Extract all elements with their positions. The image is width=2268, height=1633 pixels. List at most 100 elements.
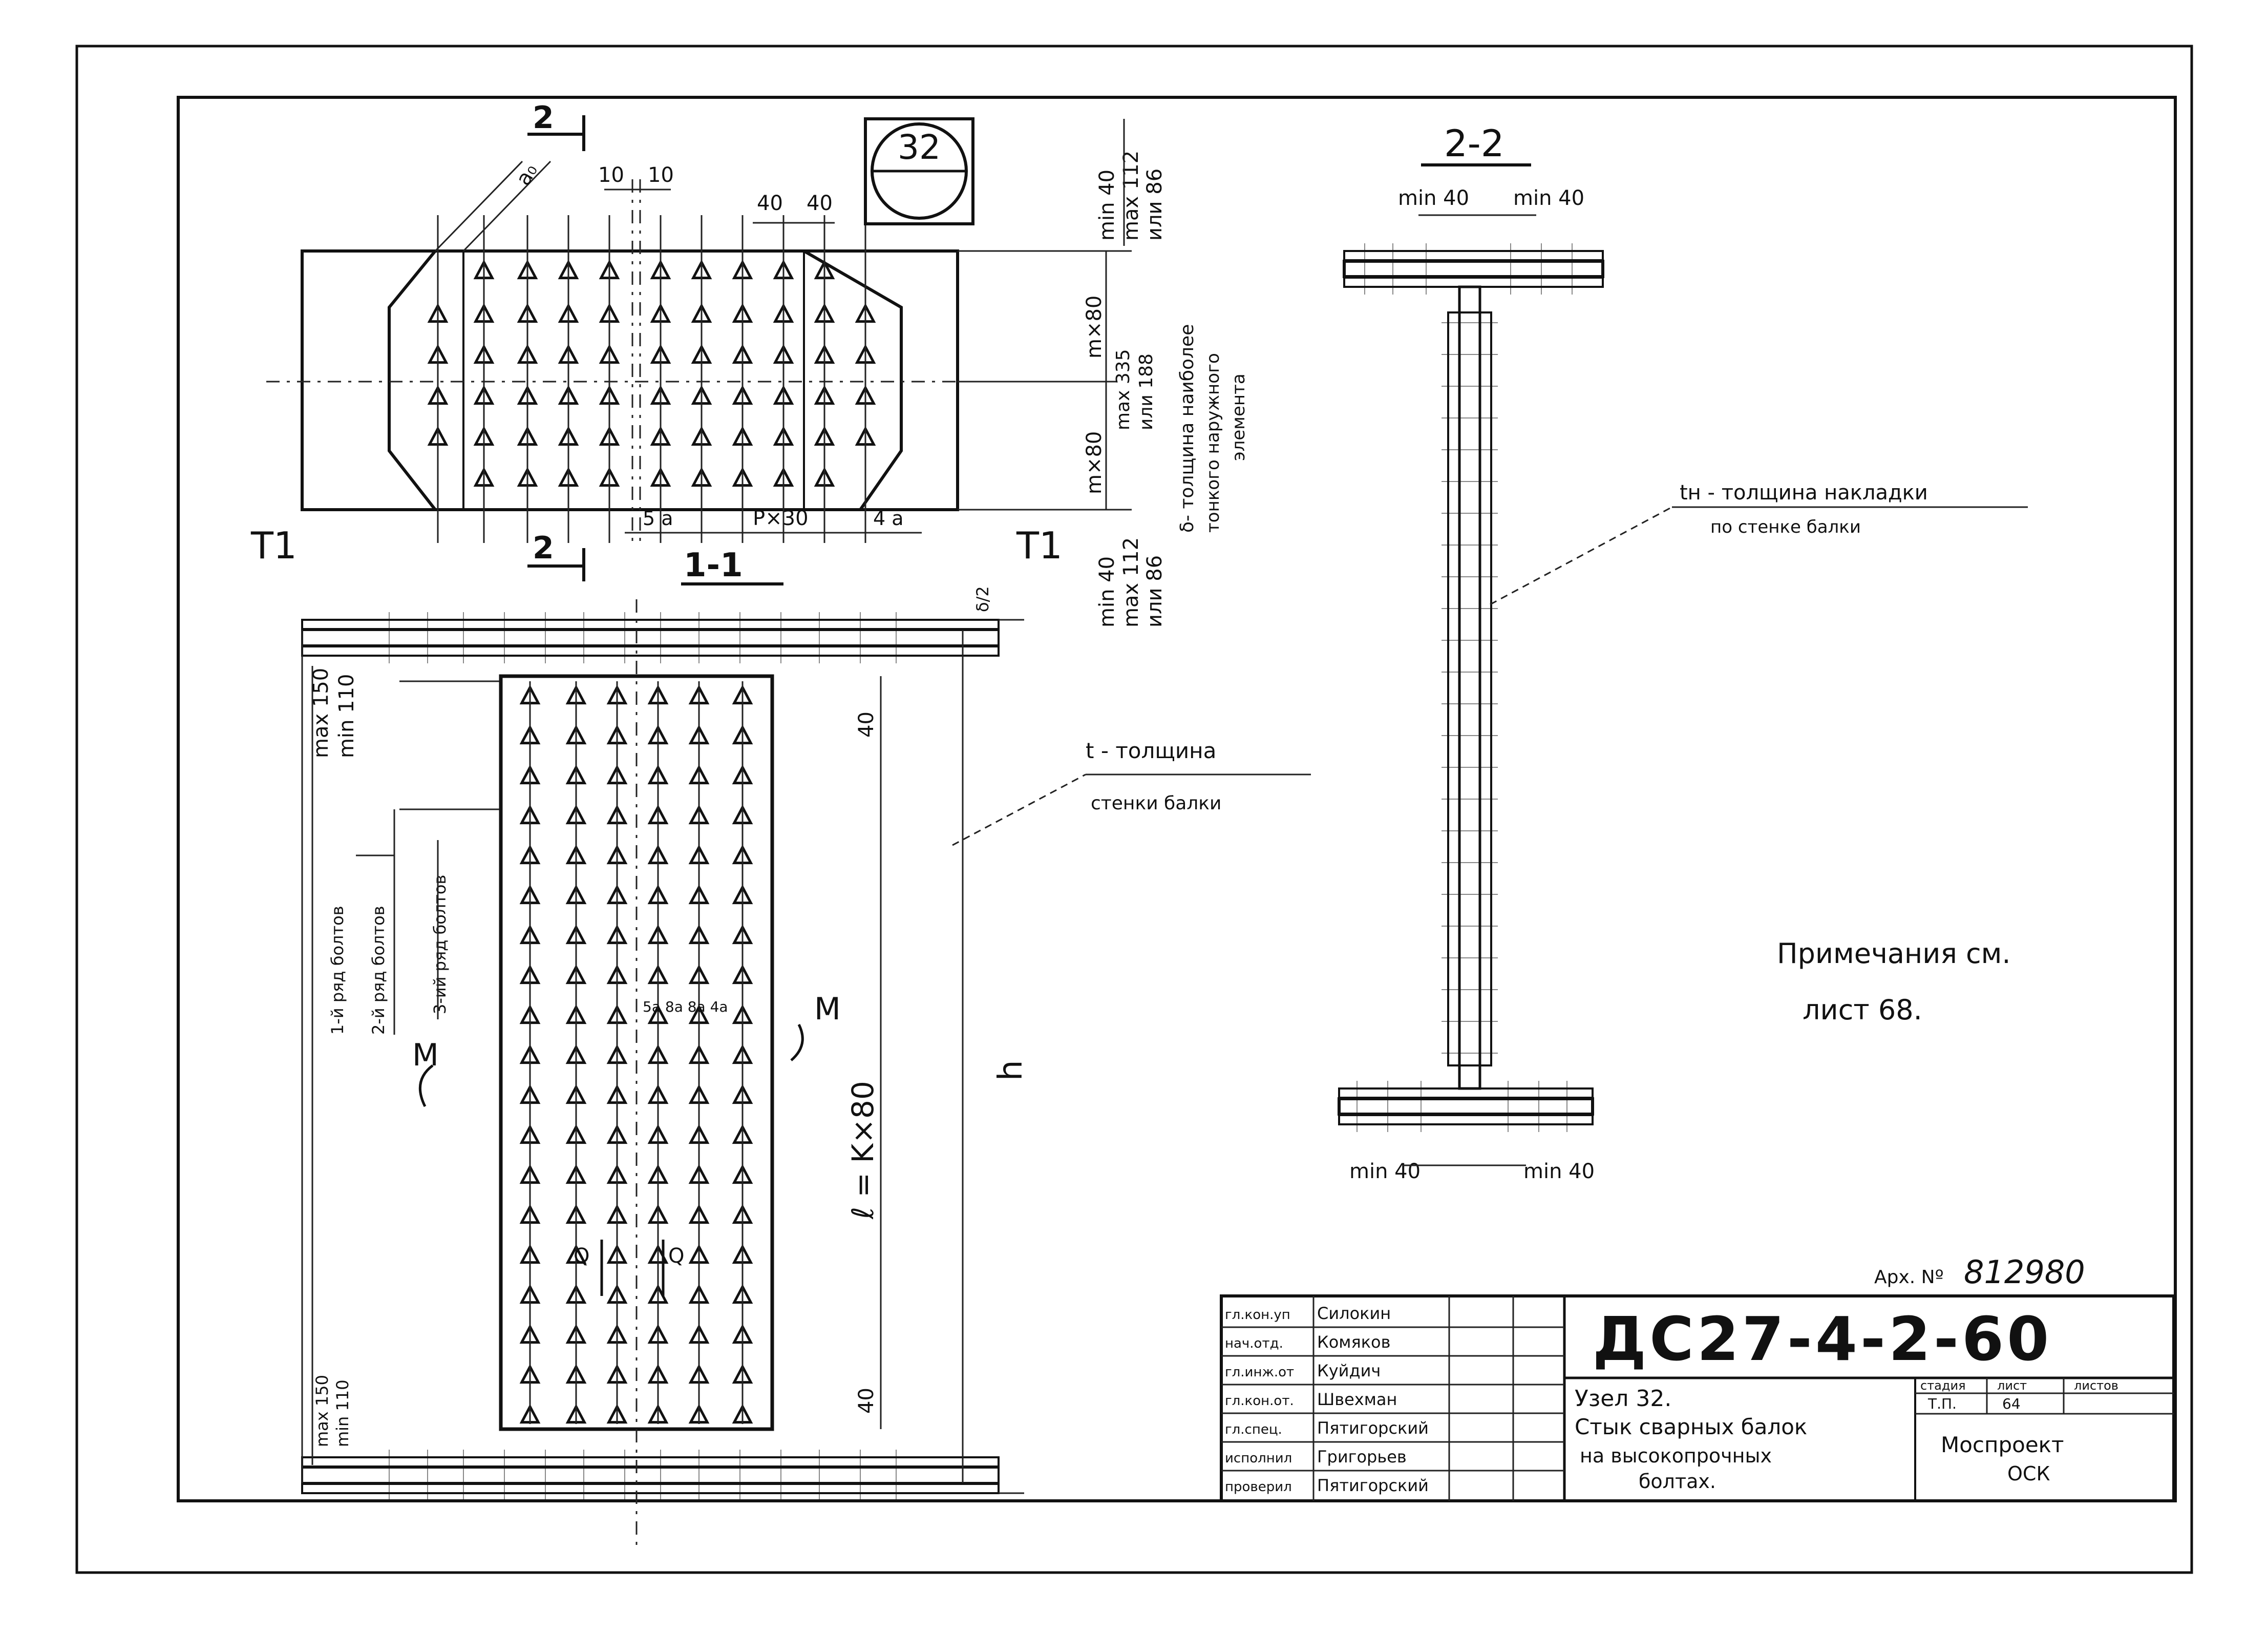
section-2-2: 2-2 min 40 min 40 min 40 min 40 — [1338, 122, 1604, 1183]
row-label-3: 3-ий ряд болтов — [430, 875, 450, 1014]
stage-header: стадия — [1920, 1378, 1966, 1393]
dim-delta-half: δ/2 — [973, 586, 992, 612]
dim-10-right: 10 — [648, 163, 674, 187]
archive-number: Арх. Nº 812980 — [1874, 1253, 2085, 1291]
section-mark-top: 2 — [533, 100, 554, 136]
dim-10-left: 10 — [598, 163, 624, 187]
dim-mx80-bottom: m×80 — [1083, 431, 1106, 494]
sheet-value: 64 — [2002, 1395, 2021, 1412]
svg-text:тонкого наружного: тонкого наружного — [1203, 353, 1223, 533]
role-name: Григорьев — [1317, 1447, 1407, 1467]
remarks-note: Примечания см. лист 68. — [1777, 937, 2011, 1026]
dim-l: ℓ = K×80 — [845, 1081, 880, 1220]
section-mark-bottom: 2 — [533, 530, 554, 566]
shear-left: Q — [574, 1244, 589, 1268]
svg-text:стенки балки: стенки балки — [1091, 793, 1221, 814]
min40-top-left: min 40 — [1398, 186, 1469, 210]
dim-4a: 4 a — [873, 507, 904, 530]
dim-min110-bottom: min 110 — [333, 1379, 352, 1447]
web-bolt-grid — [519, 681, 753, 1424]
dim-40-bottom: 40 — [855, 1388, 878, 1414]
dim-max335: max 335 — [1113, 349, 1134, 430]
svg-text:Арх. Nº: Арх. Nº — [1874, 1267, 1944, 1288]
role-name: Комяков — [1317, 1332, 1390, 1352]
role-label: гл.спец. — [1225, 1422, 1282, 1437]
svg-text:элемента: элемента — [1228, 373, 1249, 461]
role-label: проверил — [1225, 1479, 1292, 1495]
plan-bolt-grid — [427, 215, 876, 543]
row-label-2: 2-й ряд болтов — [369, 906, 388, 1035]
svg-text:лист 68.: лист 68. — [1803, 994, 1922, 1026]
label-t1-right: T1 — [1016, 524, 1063, 567]
right-dims-bottom: min 40 max 112 или 86 — [1095, 537, 1167, 627]
moment-right: M — [814, 991, 841, 1027]
row-label-1: 1-й ряд болтов — [328, 906, 347, 1035]
role-name: Пятигорский — [1317, 1418, 1429, 1438]
flange-plate-outline — [388, 249, 903, 511]
right-dims-top: min 40 max 112 или 86 — [1095, 119, 1167, 246]
document-code: ДС27-4-2-60 — [1593, 1304, 2052, 1374]
inner-frame — [177, 96, 2177, 1502]
svg-text:или 86: или 86 — [1143, 555, 1167, 627]
title-line-4: болтах. — [1639, 1470, 1716, 1493]
title-block: гл.кон.уп Силокин нач.отд. Комяков гл.инж.от… — [1220, 1294, 2175, 1502]
stage-value: Т.П. — [1927, 1395, 1957, 1412]
svg-text:max 112: max 112 — [1119, 537, 1143, 627]
role-label: гл.инж.от — [1225, 1365, 1294, 1380]
svg-text:t - толщина: t - толщина — [1086, 738, 1216, 763]
min40-bottom-right: min 40 — [1523, 1160, 1595, 1183]
svg-text:min 40: min 40 — [1095, 170, 1119, 241]
title-line-3: на высокопрочных — [1580, 1444, 1772, 1467]
title-line-1: Узел 32. — [1575, 1386, 1671, 1412]
section-label-1-1: 1-1 — [684, 547, 743, 584]
dim-mx80-top: m×80 — [1083, 296, 1106, 359]
dim-40-top: 40 — [855, 711, 878, 738]
title-line-2: Стык сварных балок — [1575, 1414, 1807, 1439]
web-2-2 — [1458, 285, 1481, 1090]
node-badge: 32 — [864, 117, 974, 225]
svg-text:812980: 812980 — [1964, 1253, 2085, 1291]
role-name: Пятигорский — [1317, 1476, 1429, 1495]
dim-h: h — [992, 1060, 1030, 1081]
plan-view: 10 10 40 40 a₀ 2 2 T1 T1 1-1 5 a P×30 4 … — [250, 100, 1157, 585]
svg-text:Примечания см.: Примечания см. — [1777, 937, 2011, 970]
label-t1-left: T1 — [250, 524, 297, 567]
dim-max150-bottom: max 150 — [312, 1375, 332, 1447]
dim-p30: P×30 — [753, 507, 809, 530]
sheet-header: лист — [1997, 1378, 2027, 1393]
shear-right: Q — [668, 1244, 684, 1268]
sheets-header: листов — [2074, 1378, 2118, 1393]
title-block-roles: гл.кон.уп Силокин нач.отд. Комяков гл.инж.от… — [1221, 1304, 1564, 1495]
tn-thickness-note: tн - толщина накладки по стенке балки — [1490, 481, 2028, 605]
svg-text:или 86: или 86 — [1143, 169, 1167, 241]
section-2-2-title: 2-2 — [1444, 122, 1504, 165]
moment-left: M — [412, 1037, 439, 1073]
role-label: гл.кон.от. — [1225, 1393, 1294, 1409]
role-name: Швехман — [1317, 1390, 1397, 1409]
dim-min110: min 110 — [335, 674, 358, 759]
dim-40-left: 40 — [757, 192, 783, 215]
t-thickness-note: t - толщина стенки балки — [952, 738, 1311, 846]
section-2-2-bolts — [1356, 243, 1573, 1132]
flange-bolt-lines — [389, 612, 897, 1501]
org-line-1: Моспроект — [1941, 1432, 2064, 1457]
svg-text:max 112: max 112 — [1119, 151, 1143, 241]
dim-a0: a₀ — [512, 160, 542, 190]
role-label: исполнил — [1225, 1451, 1292, 1466]
role-label: гл.кон.уп — [1225, 1307, 1290, 1323]
outer-frame — [75, 45, 2193, 1574]
dim-max150: max 150 — [309, 668, 333, 758]
dim-inner: 5a 8a 8a 4a — [643, 998, 728, 1015]
svg-text:δ- толщина наиболее: δ- толщина наиболее — [1177, 324, 1198, 533]
dim-ili188: или 188 — [1136, 353, 1157, 430]
org-line-2: ОСК — [2007, 1462, 2050, 1485]
section-1-1: max 150 min 110 1-й ряд болтов 2-й ряд б… — [301, 586, 1030, 1547]
dim-40-right: 40 — [807, 192, 833, 215]
min40-bottom-left: min 40 — [1349, 1160, 1421, 1183]
delta-note: δ- толщина наиболее тонкого наружного эл… — [1177, 324, 1249, 533]
role-label: нач.отд. — [1225, 1336, 1283, 1351]
role-name: Силокин — [1317, 1304, 1391, 1323]
role-name: Куйдич — [1317, 1361, 1381, 1380]
dim-5a: 5 a — [643, 507, 673, 530]
